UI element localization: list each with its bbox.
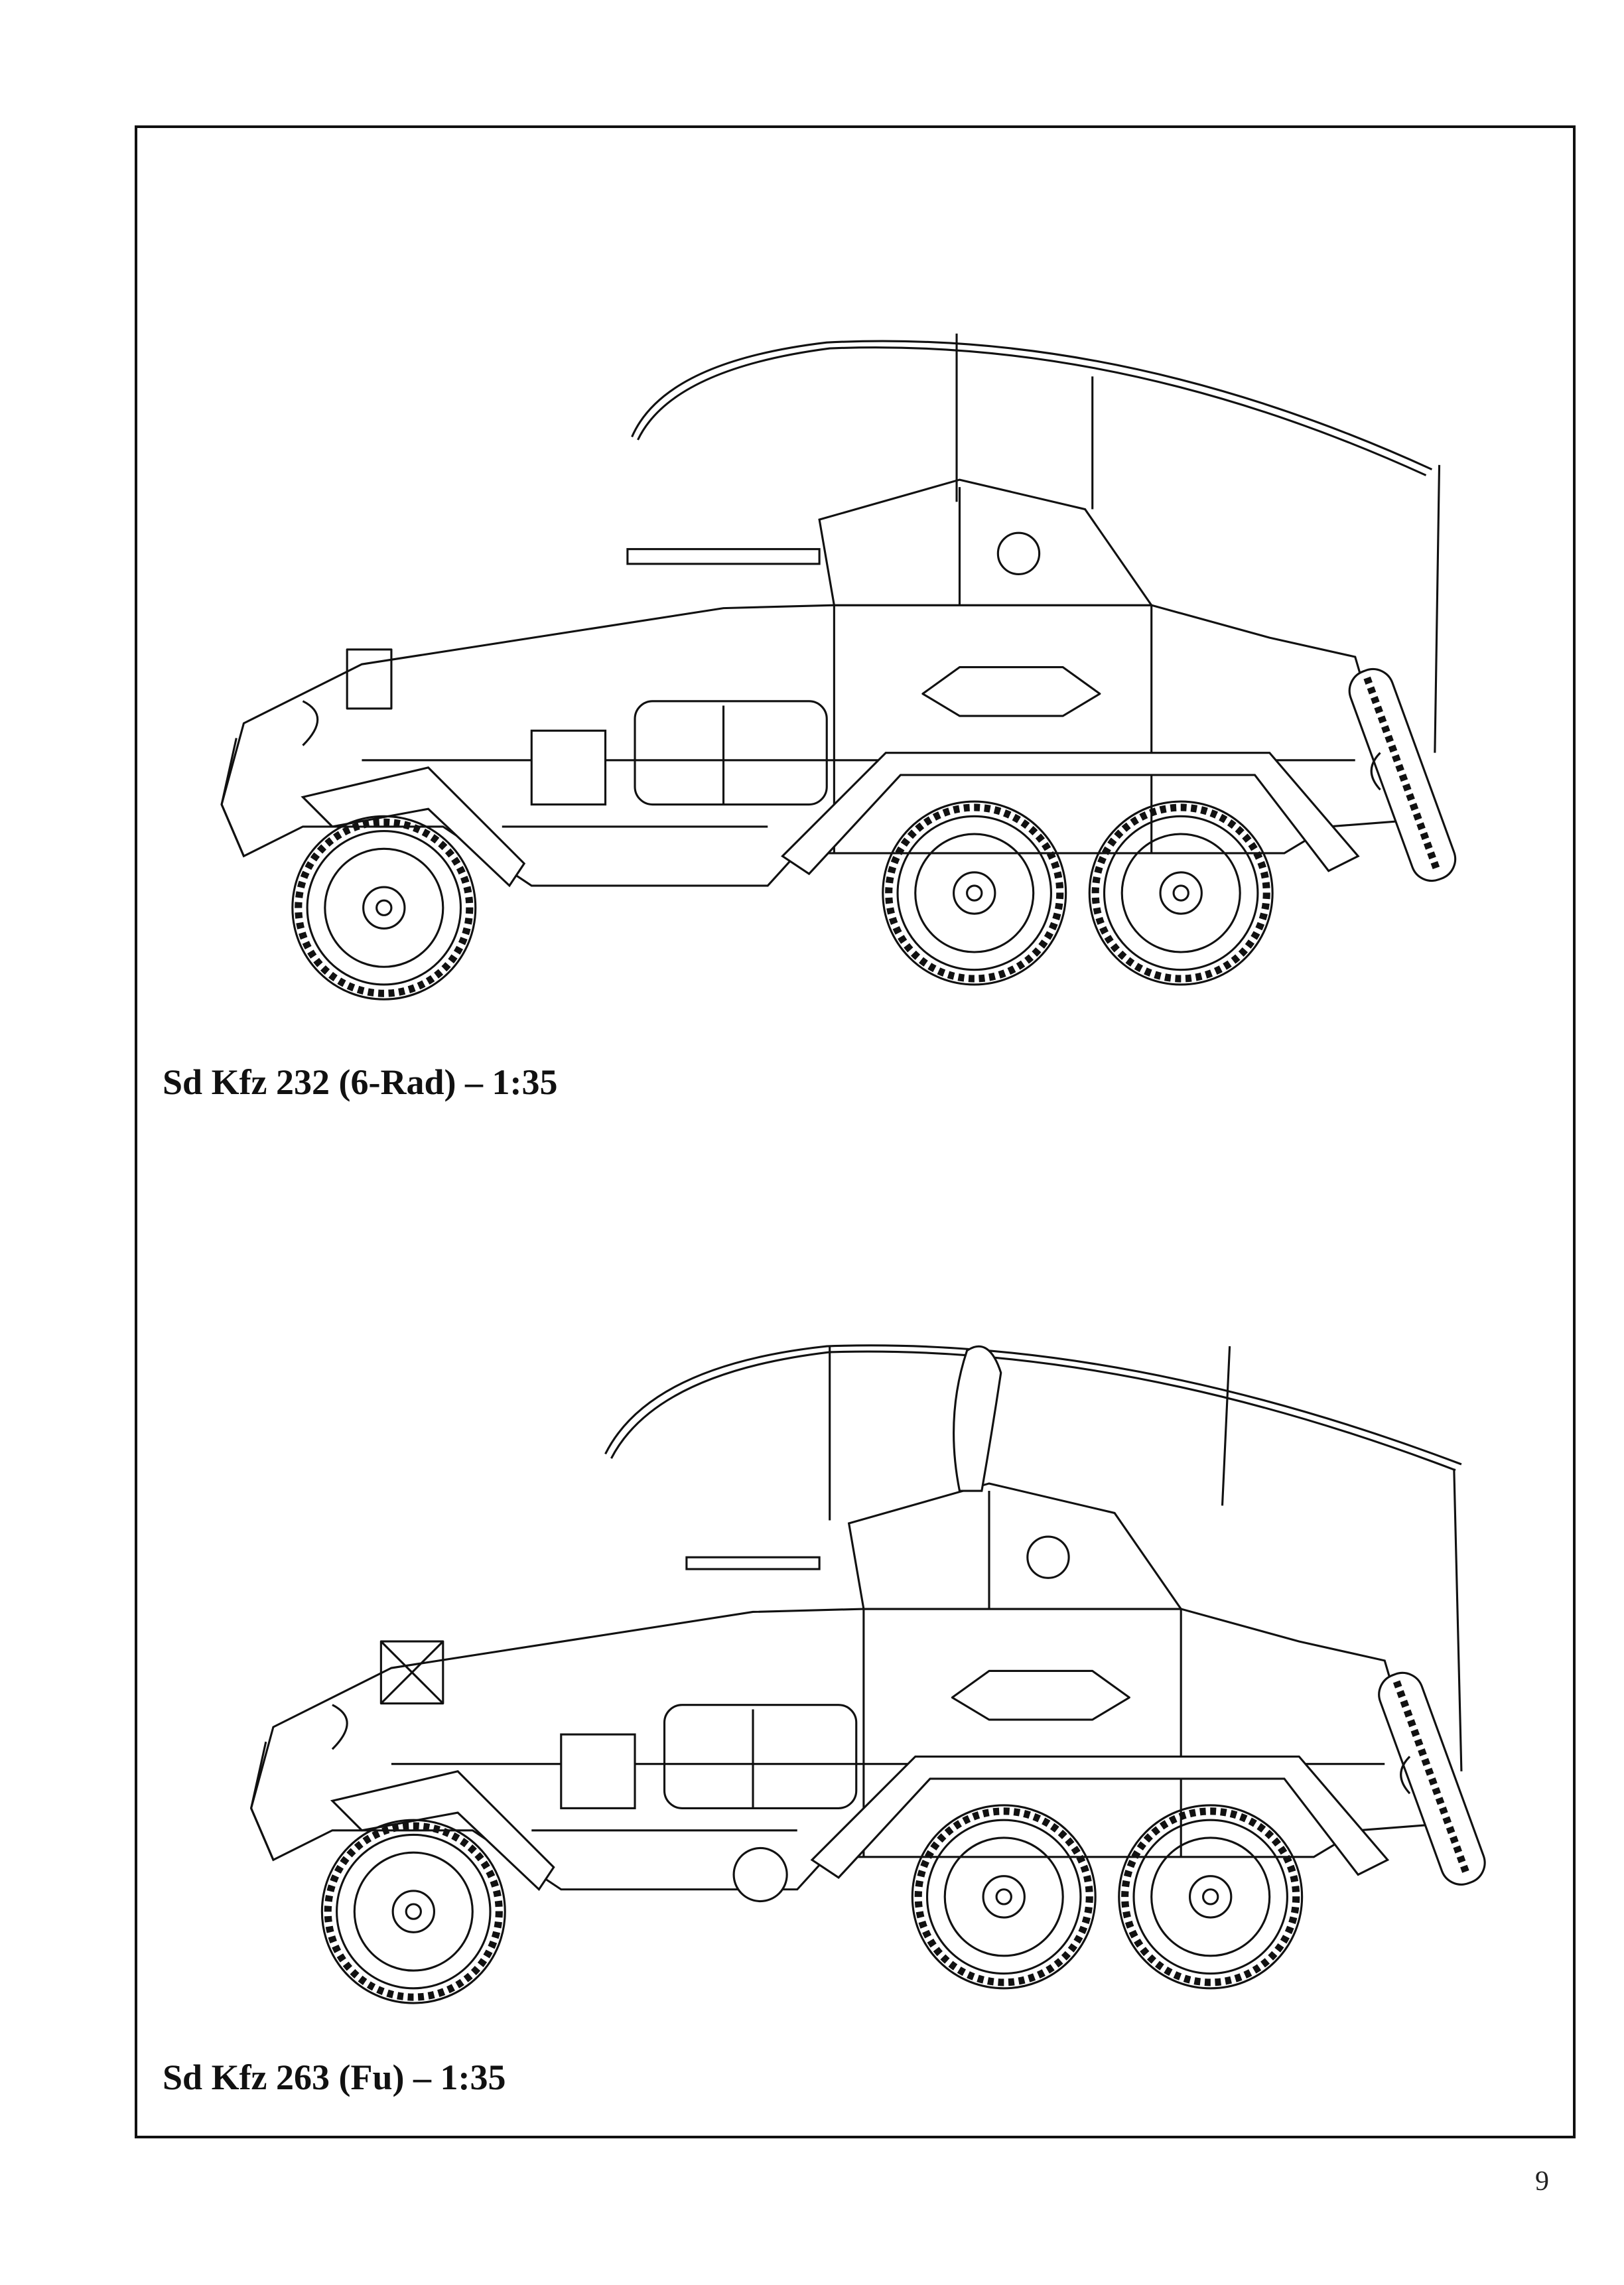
figure-caption-sdkfz-232: Sd Kfz 232 (6-Rad) – 1:35: [163, 1062, 558, 1102]
figure-caption-sdkfz-263: Sd Kfz 263 (Fu) – 1:35: [163, 2057, 506, 2097]
sdkfz-263-extras: [379, 1344, 1463, 1903]
frame-antenna-mount: [346, 648, 393, 710]
sdkfz-232-drawing: [222, 333, 1461, 999]
frame-antenna: [631, 340, 1433, 470]
exhaust-plume: [953, 1345, 1002, 1492]
machine-gun: [626, 548, 821, 565]
page-number: 9: [1535, 2166, 1549, 2197]
machine-gun: [685, 1556, 821, 1570]
figure-frame: [135, 125, 1576, 2138]
sdkfz-263-drawing: [251, 1484, 1491, 2003]
